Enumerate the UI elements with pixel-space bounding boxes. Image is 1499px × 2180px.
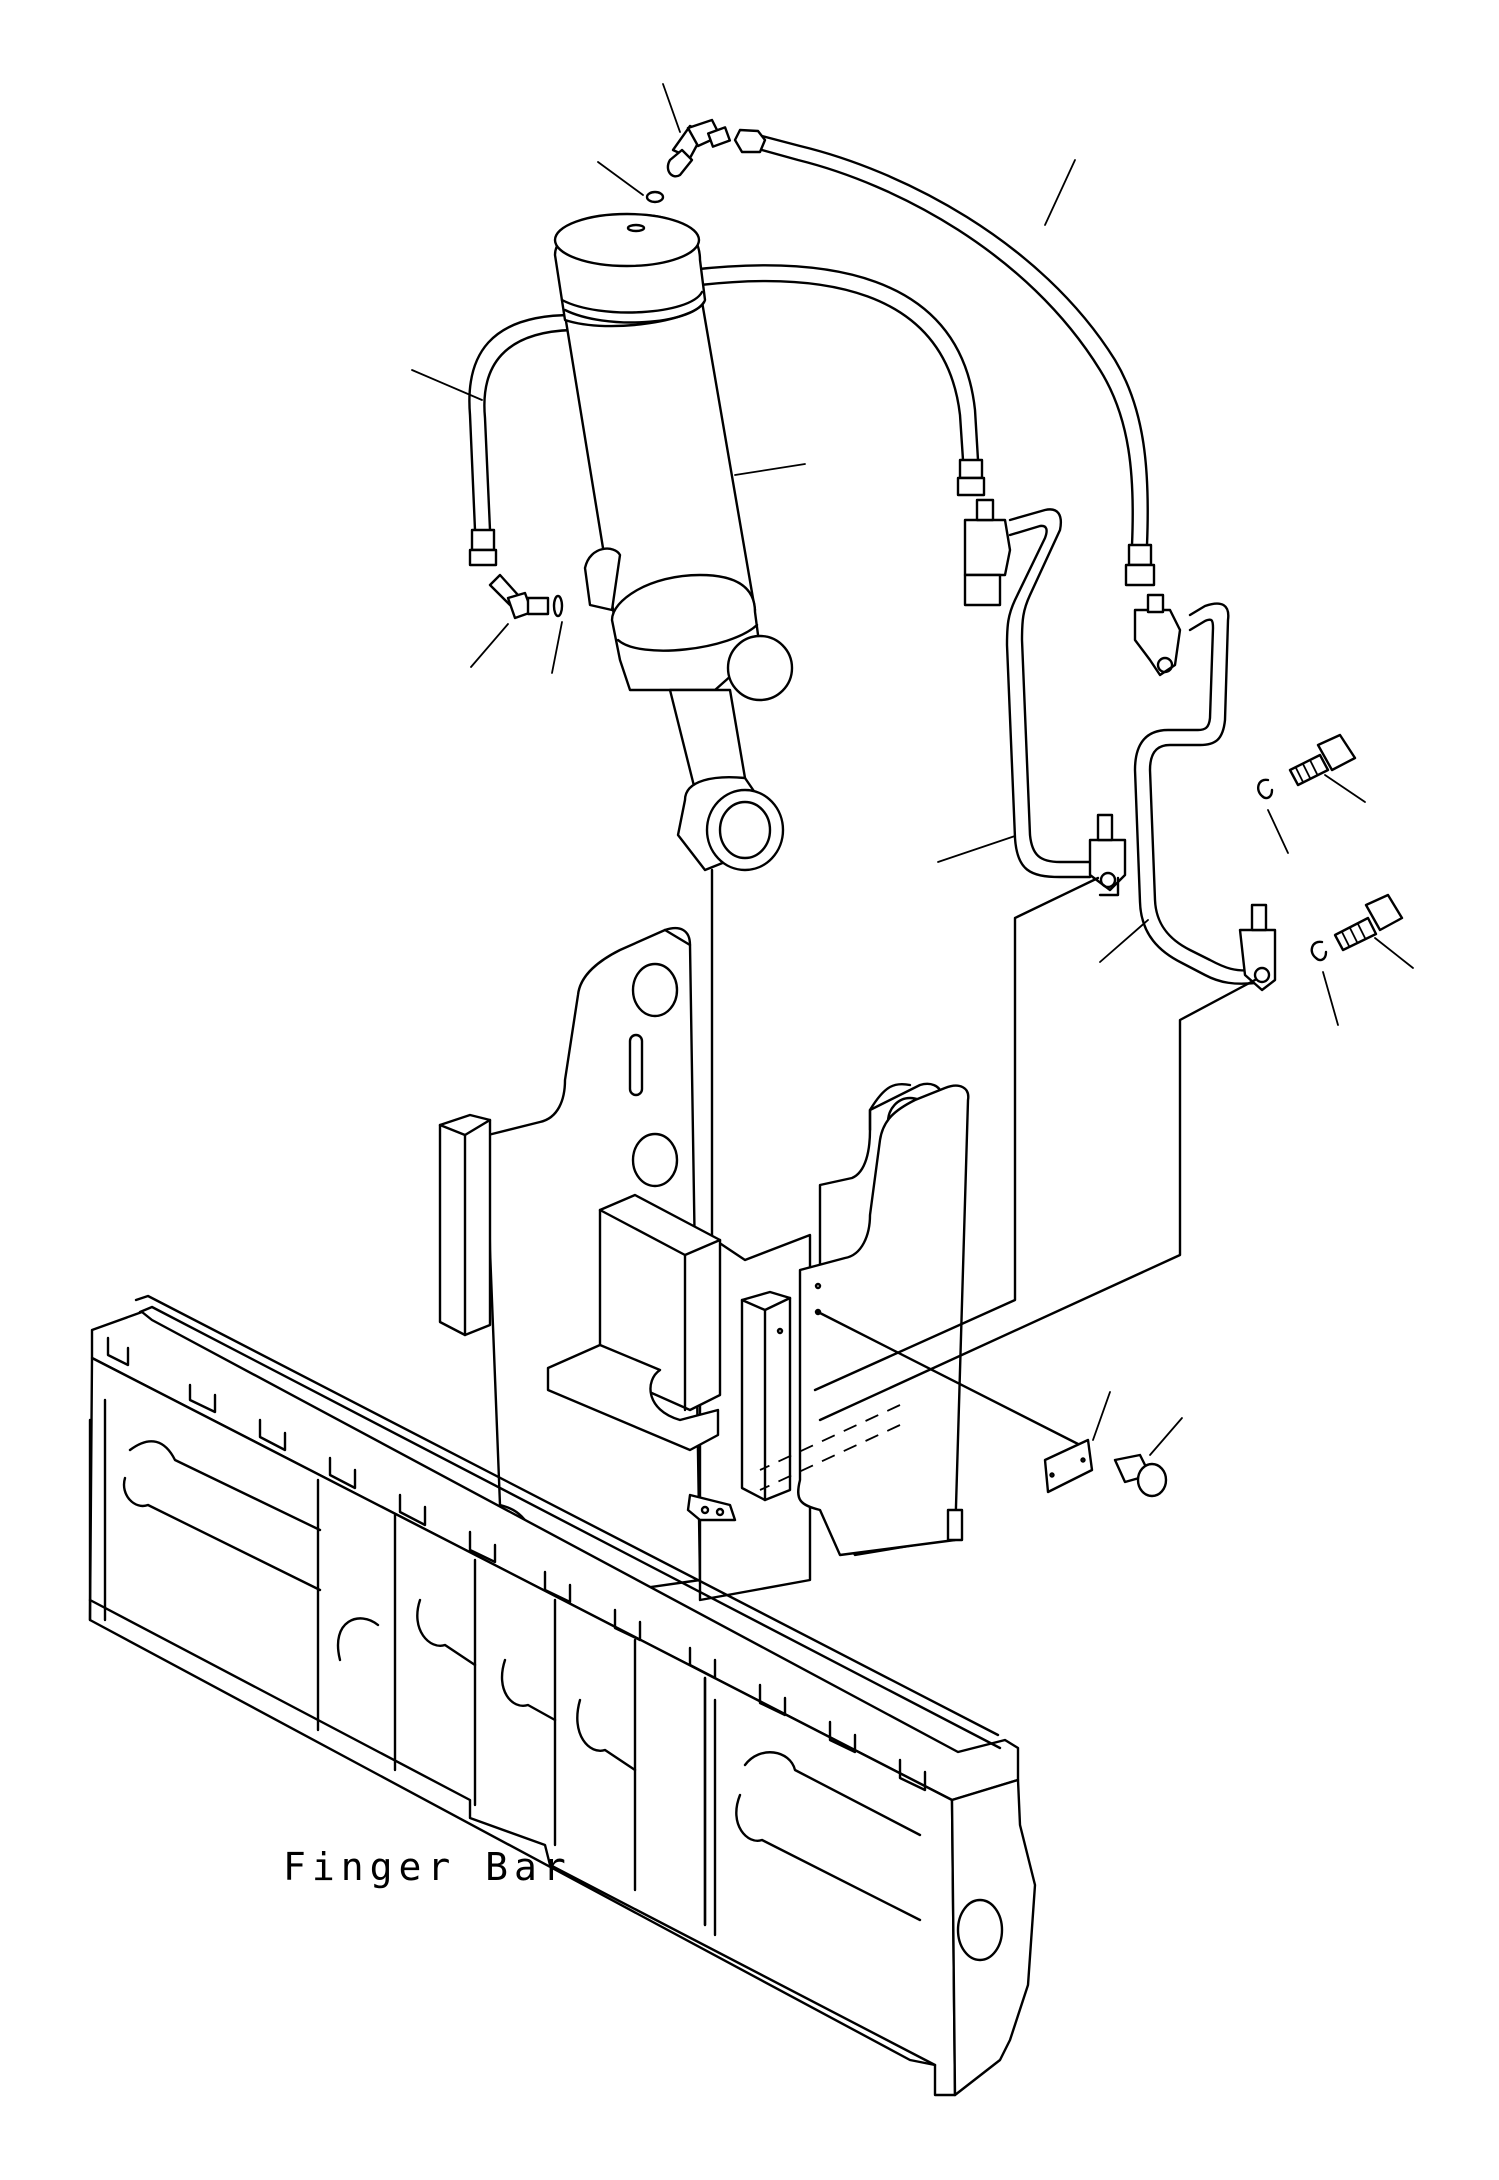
middle-hose (688, 264, 986, 497)
rivet (1113, 1453, 1168, 1498)
left-hose (468, 313, 574, 567)
name-plate (1043, 1438, 1094, 1494)
snap-ring-lower (1310, 940, 1328, 962)
bolt-upper (1288, 733, 1357, 787)
snap-ring-upper (1256, 778, 1274, 800)
long-hose (760, 134, 1156, 587)
hydraulic-cylinder (553, 212, 794, 1492)
left-elbow-fitting (488, 573, 564, 620)
tube-line-a (963, 498, 1127, 897)
hose-nut-top (733, 128, 767, 154)
finger-bar (88, 1294, 1037, 2097)
leader-lines (411, 83, 1414, 1456)
diagram-caption: Finger Bar (283, 1845, 572, 1889)
bolt-lower (1333, 893, 1404, 952)
elbow-fitting (666, 118, 732, 178)
tube-line-b (1133, 593, 1277, 992)
main-frame (438, 926, 970, 1602)
o-ring-top (645, 190, 665, 204)
routing-lines (759, 876, 1257, 1491)
